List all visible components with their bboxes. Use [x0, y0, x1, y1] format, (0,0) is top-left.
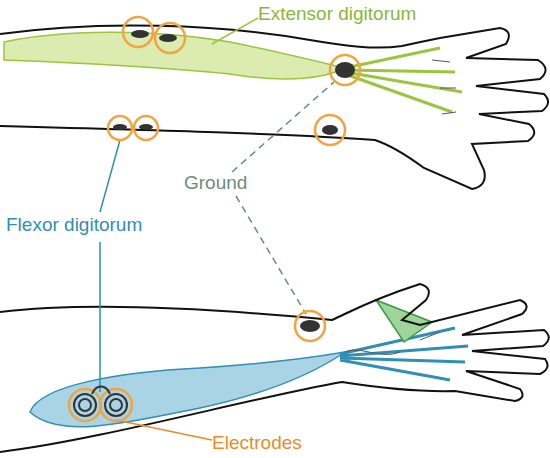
electrode: [108, 116, 132, 140]
knuckle-lines: [432, 60, 456, 114]
extensor-tendons: [345, 48, 462, 112]
leader-line: [232, 82, 334, 314]
leader-line: [116, 420, 212, 440]
electrode-pad: [139, 124, 153, 130]
electrode-disc: [79, 399, 91, 411]
electrode-disc: [105, 394, 127, 416]
electrode-disc: [74, 394, 96, 416]
leader-line: [100, 140, 120, 392]
electrode-disc: [110, 399, 122, 411]
electrode-pad: [113, 124, 127, 130]
electrode: [100, 389, 132, 421]
arm-outline: [0, 284, 549, 452]
arm-outline: [0, 25, 548, 189]
electrode-pad: [335, 62, 355, 78]
electrode-wire: [92, 387, 110, 395]
muscle-label: Extensor digitorum: [258, 3, 416, 25]
electrode: [134, 116, 158, 140]
electrode: [69, 389, 101, 421]
electrode-label: Electrodes: [212, 432, 302, 454]
electrode-discs: [74, 387, 127, 417]
extensor-muscle: [4, 32, 345, 79]
electrode: [315, 115, 345, 145]
electrode: [295, 311, 325, 341]
palm-lines: [345, 332, 440, 354]
electrode-pads: [113, 30, 355, 332]
muscle-label: Flexor digitorum: [6, 214, 142, 236]
ground-label: Ground: [184, 172, 247, 194]
electrode-pad: [159, 34, 177, 42]
electrode: [123, 17, 153, 47]
electrode-pad: [322, 125, 338, 135]
electrode-pad: [300, 320, 320, 332]
leader-line: [212, 18, 258, 44]
electrode: [330, 55, 360, 85]
electrode: [155, 23, 185, 53]
electrode-pad: [131, 30, 149, 38]
